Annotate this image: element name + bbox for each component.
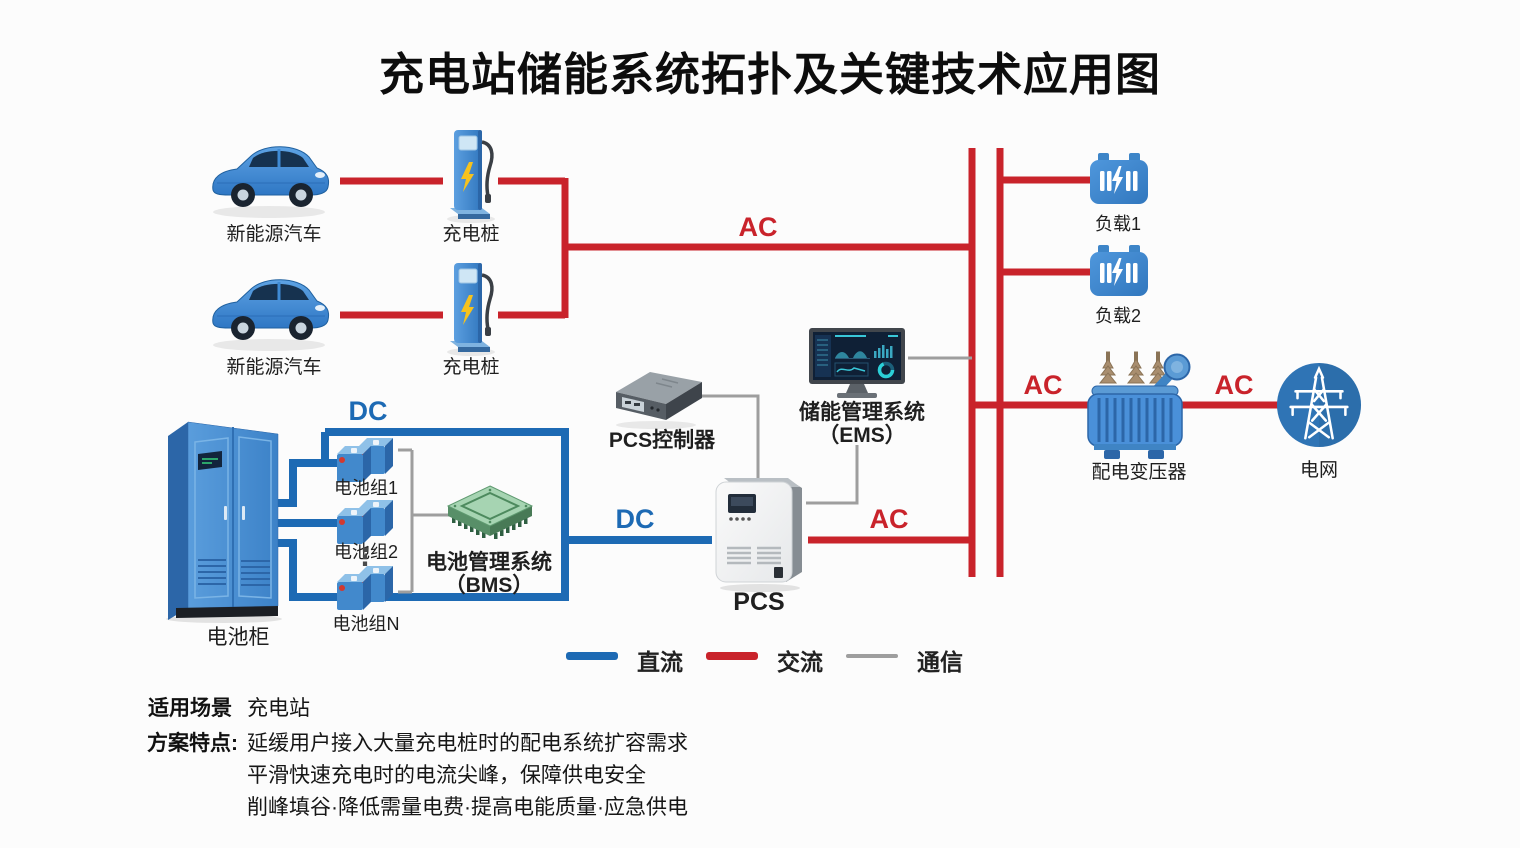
legend-comm-label: 通信 [917, 649, 963, 675]
pcs-controller-label: PCS控制器 [608, 429, 716, 452]
legend-dc-swatch [566, 652, 618, 660]
grid-label: 电网 [1299, 460, 1339, 481]
page-title: 充电站储能系统拓扑及关键技术应用图 [378, 49, 1162, 100]
ems-monitor-icon [808, 327, 910, 404]
ac-label-pcs: AC [869, 504, 909, 534]
bms-label: 电池管理系统 [426, 551, 552, 574]
charging-pile-icon [442, 126, 500, 229]
features-label: 方案特点: [147, 732, 238, 755]
ac-label-top: AC [738, 212, 778, 242]
ac-label-tx-left: AC [1023, 370, 1063, 400]
ac-label-tx-right: AC [1214, 370, 1254, 400]
wire-comm-ems-pcs [806, 445, 859, 505]
ems-label: 储能管理系统 [799, 401, 925, 424]
ev-car-icon [203, 126, 335, 225]
load2-icon [1089, 243, 1149, 302]
legend-dc-label: 直流 [637, 649, 683, 675]
pcs-label: PCS [733, 588, 785, 616]
wire-comm-pcs-controller [702, 394, 760, 478]
feature-item: 延缓用户接入大量充电桩时的配电系统扩容需求 [247, 732, 688, 755]
load2-label: 负载2 [1094, 306, 1142, 326]
legend-comm-swatch [846, 654, 898, 658]
legend-ac-label: 交流 [777, 649, 823, 675]
groupN-label: 电池组N [332, 614, 400, 634]
bms-chip-icon [446, 484, 534, 551]
battery-group2-icon [333, 494, 401, 551]
wire-dc-row1 [277, 459, 340, 507]
bms-sublabel: （BMS） [444, 574, 534, 597]
battery-groups-ellipsis: ⋮ [353, 544, 377, 571]
cabinet-label: 电池柜 [206, 626, 270, 649]
feature-item: 平滑快速充电时的电流尖峰，保障供电安全 [247, 764, 646, 787]
car1-label: 新能源汽车 [226, 224, 322, 245]
transformer-label: 配电变压器 [1091, 462, 1187, 483]
power-grid-icon [1276, 362, 1362, 453]
charging-pile-icon [442, 259, 500, 362]
battery-groupN-icon [333, 560, 401, 617]
group2-label: 电池组2 [333, 542, 399, 562]
dc-label-pcs: DC [615, 504, 655, 534]
load1-icon [1089, 151, 1149, 210]
scenario-value: 充电站 [247, 697, 310, 720]
feature-item: 削峰填谷·降低需量电费·提高电能质量·应急供电 [247, 796, 688, 819]
dc-label-loop: DC [348, 396, 388, 426]
wire-comm-bms [398, 448, 450, 594]
battery-group1-icon [333, 432, 401, 489]
car2-label: 新能源汽车 [226, 357, 322, 378]
wire-dc-loop [277, 428, 569, 601]
group1-label: 电池组1 [333, 478, 399, 498]
battery-cabinet-icon [162, 410, 286, 629]
pcs-controller-icon [604, 366, 708, 435]
legend-ac-swatch [706, 652, 758, 660]
pile1-label: 充电桩 [442, 224, 500, 245]
scenario-label: 适用场景 [148, 697, 232, 720]
transformer-icon [1086, 344, 1192, 469]
pile2-label: 充电桩 [442, 357, 500, 378]
ems-sublabel: （EMS） [818, 424, 906, 447]
pcs-icon [710, 468, 810, 599]
load1-label: 负载1 [1094, 214, 1142, 234]
ev-car-icon [203, 259, 335, 358]
